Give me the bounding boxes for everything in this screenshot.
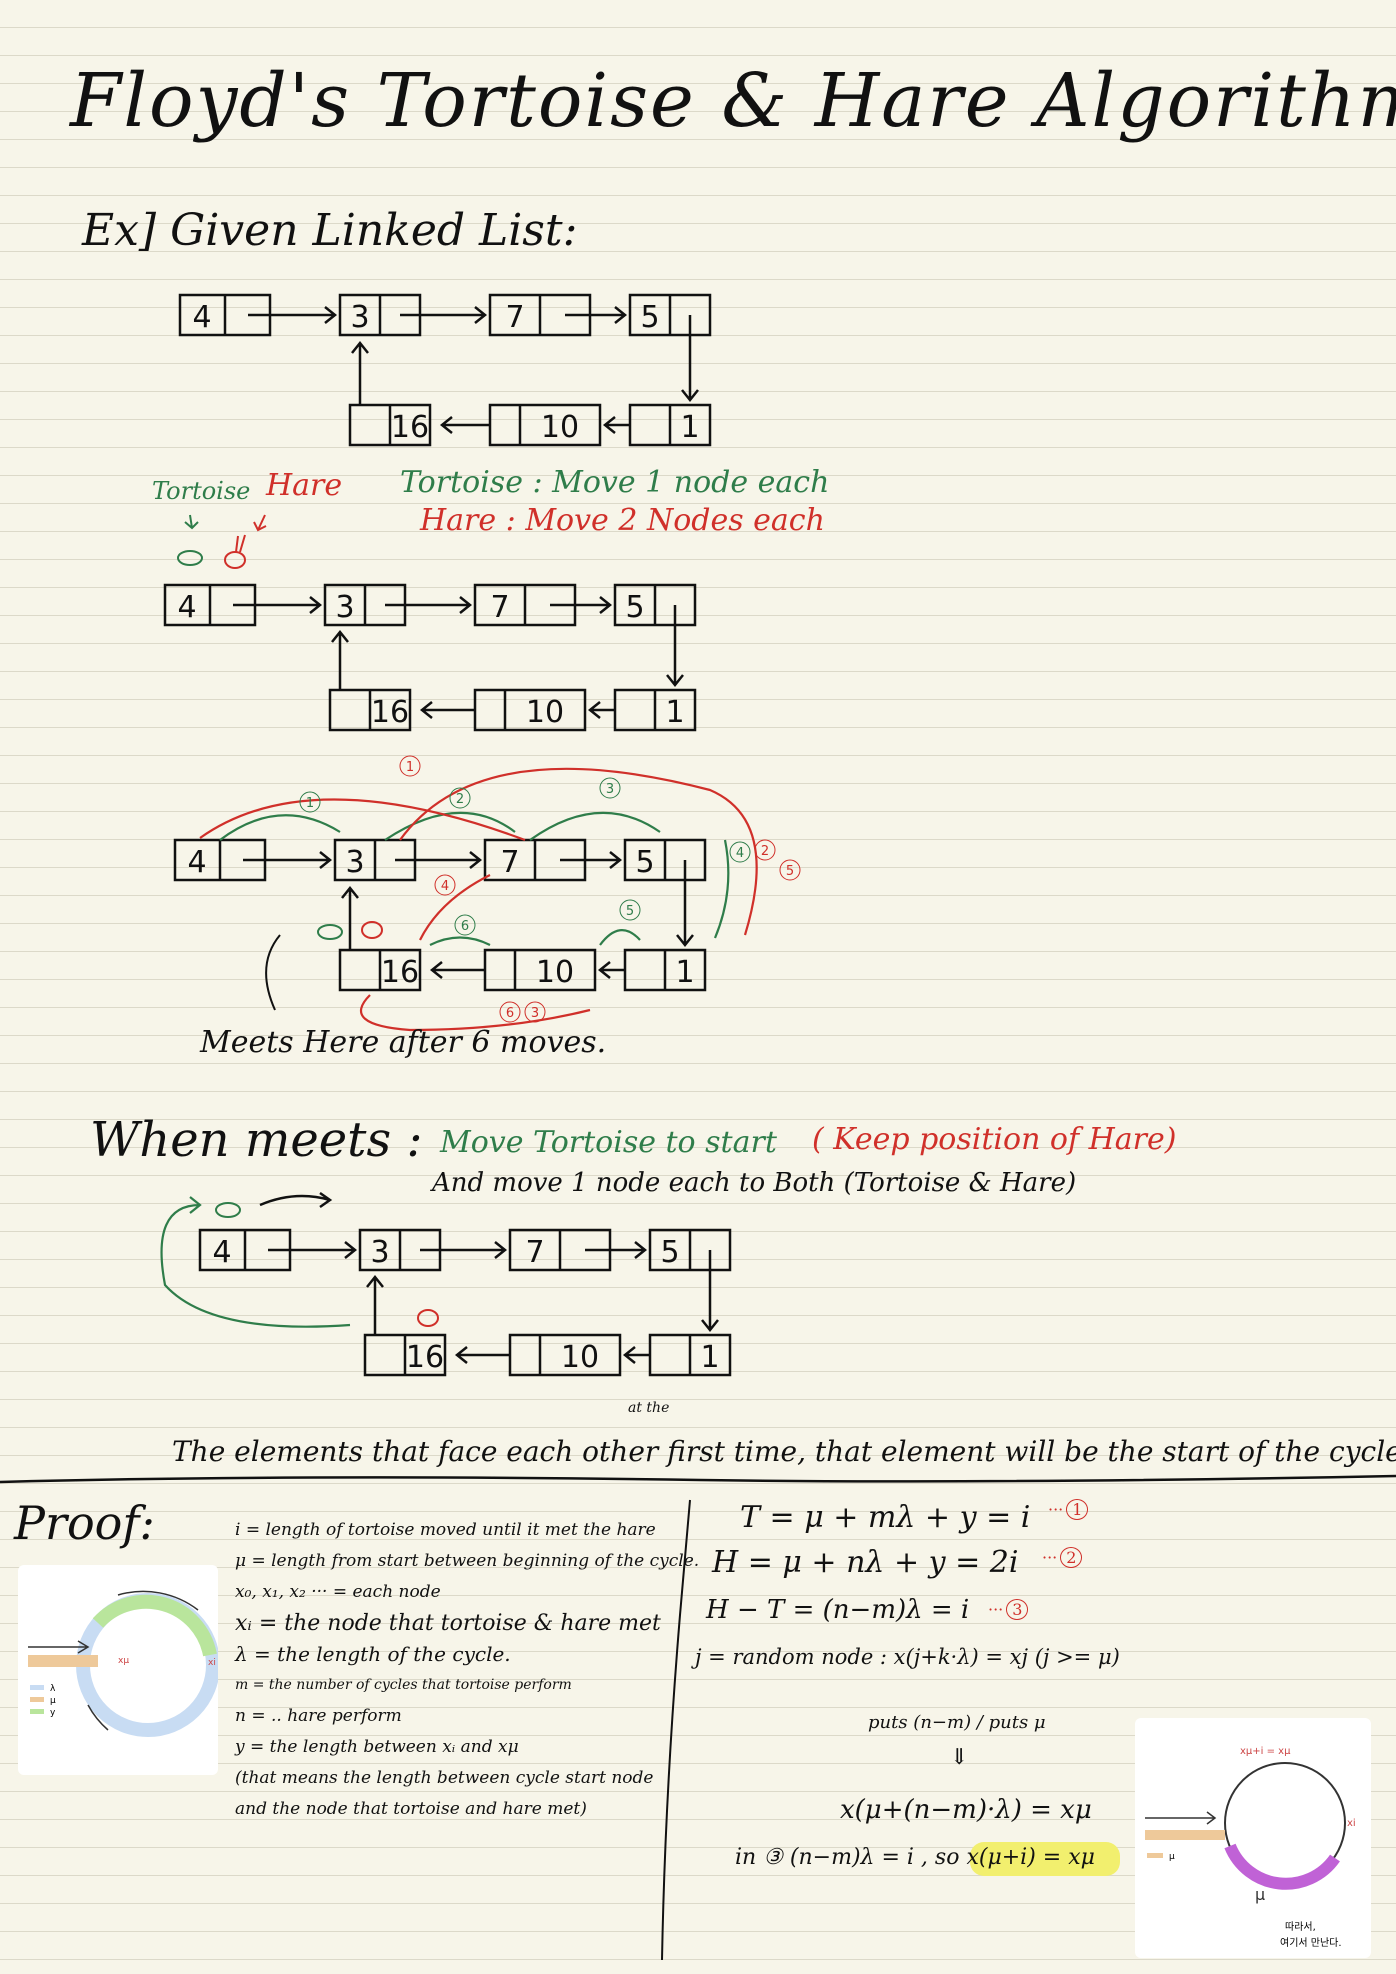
definitions-list: i = length of tortoise moved until it me… xyxy=(235,1515,699,1825)
svg-text:1: 1 xyxy=(665,695,684,730)
linked-list-diagram-1: 4 3 7 5 1 10 16 xyxy=(178,293,712,447)
svg-text:5: 5 xyxy=(635,845,654,880)
svg-text:따라서,: 따라서, xyxy=(1285,1921,1316,1933)
svg-text:10: 10 xyxy=(561,1340,599,1375)
svg-text:xμ: xμ xyxy=(118,1656,129,1666)
svg-text:5: 5 xyxy=(640,300,659,335)
svg-text:1: 1 xyxy=(306,796,314,811)
caret-note: at the xyxy=(628,1400,670,1416)
linked-list-diagram-2: 4 3 7 5 1 10 16 xyxy=(163,583,697,732)
hare-icon xyxy=(417,1309,439,1327)
svg-text:4: 4 xyxy=(177,590,196,625)
svg-text:μ: μ xyxy=(50,1696,56,1706)
left-cycle-figure: xμ xi λ μ y xyxy=(18,1565,220,1775)
page-title: Floyd's Tortoise & Hare Algorithm xyxy=(70,58,1396,144)
equation-3: H − T = (n−m)λ = i xyxy=(706,1595,970,1625)
svg-text:4: 4 xyxy=(441,879,449,894)
vertical-divider xyxy=(661,1499,691,1961)
svg-text:10: 10 xyxy=(541,410,579,445)
svg-text:16: 16 xyxy=(371,695,409,730)
svg-text:4: 4 xyxy=(736,846,744,861)
svg-text:μ: μ xyxy=(1255,1885,1265,1904)
equation-4: j = random node : x(j+k·λ) = xj (j >= μ) xyxy=(695,1645,1120,1669)
svg-text:5: 5 xyxy=(660,1235,679,1270)
svg-text:xμ+i = xμ: xμ+i = xμ xyxy=(1240,1746,1291,1757)
svg-text:3: 3 xyxy=(345,845,364,880)
hare-icon xyxy=(224,551,246,569)
hare-label: Hare xyxy=(266,468,343,503)
tortoise-icon xyxy=(215,1202,241,1218)
svg-text:μ: μ xyxy=(1169,1852,1175,1862)
svg-text:5: 5 xyxy=(626,904,634,919)
svg-text:7: 7 xyxy=(525,1235,544,1270)
svg-text:여기서 만난다.: 여기서 만난다. xyxy=(1280,1937,1342,1949)
equation-6: x(μ+(n−m)·λ) = xμ xyxy=(840,1795,1092,1825)
equation-7: in ③ (n−m)λ = i , so x(μ+i) = xμ xyxy=(735,1845,1095,1870)
svg-text:7: 7 xyxy=(500,845,519,880)
highlight-mark xyxy=(970,1842,1120,1876)
node-value: 4 xyxy=(192,300,211,335)
meets-here-note: Meets Here after 6 moves. xyxy=(200,1025,607,1060)
svg-text:xi: xi xyxy=(208,1658,216,1668)
svg-text:5: 5 xyxy=(625,590,644,625)
svg-text:10: 10 xyxy=(536,955,574,990)
svg-text:xi: xi xyxy=(1347,1818,1356,1829)
svg-text:4: 4 xyxy=(187,845,206,880)
tortoise-move-arrows xyxy=(219,811,730,946)
svg-text:1: 1 xyxy=(406,760,414,775)
when-meets-line2: And move 1 node each to Both (Tortoise &… xyxy=(432,1168,1077,1198)
tortoise-label: Tortoise xyxy=(152,477,251,505)
svg-text:3: 3 xyxy=(335,590,354,625)
tortoise-icon xyxy=(177,550,203,566)
svg-text:1: 1 xyxy=(680,410,699,445)
svg-text:y: y xyxy=(50,1708,56,1718)
svg-text:2: 2 xyxy=(761,844,769,859)
svg-text:6: 6 xyxy=(506,1006,514,1021)
svg-text:3: 3 xyxy=(606,782,614,797)
example-heading: Ex] Given Linked List: xyxy=(82,205,578,256)
linked-list-diagram-4: 4 3 7 5 1 10 16 xyxy=(160,1191,732,1377)
equation-5: puts (n−m) / puts μ xyxy=(868,1712,1046,1733)
svg-text:6: 6 xyxy=(461,919,469,934)
svg-text:7: 7 xyxy=(505,300,524,335)
svg-text:5: 5 xyxy=(786,864,794,879)
svg-text:1: 1 xyxy=(700,1340,719,1375)
svg-text:16: 16 xyxy=(381,955,419,990)
tortoise-rule: Tortoise : Move 1 node each xyxy=(400,465,830,500)
svg-text:1: 1 xyxy=(675,955,694,990)
hare-rule: Hare : Move 2 Nodes each xyxy=(420,503,825,538)
when-meets-red: ( Keep position of Hare) xyxy=(812,1122,1177,1157)
definition-item: i = length of tortoise moved until it me… xyxy=(235,1520,656,1540)
svg-text:16: 16 xyxy=(391,410,429,445)
eq-mark-2: ···2 xyxy=(1042,1547,1083,1568)
svg-text:2: 2 xyxy=(456,792,464,807)
tortoise-icon xyxy=(317,924,343,940)
svg-text:10: 10 xyxy=(526,695,564,730)
right-cycle-figure: xμ+i = xμ xi μ μ 따라서, 여기서 만난다. xyxy=(1135,1718,1371,1958)
when-meets-label: When meets : xyxy=(90,1112,423,1168)
hare-move-arrows xyxy=(199,767,758,1032)
svg-text:3: 3 xyxy=(531,1006,539,1021)
svg-text:λ: λ xyxy=(50,1684,56,1694)
when-meets-green: Move Tortoise to start xyxy=(440,1125,777,1160)
svg-text:3: 3 xyxy=(350,300,369,335)
svg-text:7: 7 xyxy=(490,590,509,625)
down-arrow: ⇓ xyxy=(950,1745,969,1770)
svg-text:16: 16 xyxy=(406,1340,444,1375)
conclusion-text: The elements that face each other first … xyxy=(172,1435,1396,1468)
section-divider xyxy=(0,1474,1396,1484)
equation-2: H = μ + nλ + y = 2i xyxy=(712,1545,1019,1580)
eq-mark-3: ···3 xyxy=(988,1599,1029,1620)
svg-text:4: 4 xyxy=(212,1235,231,1270)
eq-mark-1: ···1 xyxy=(1048,1499,1089,1520)
equation-1: T = μ + mλ + y = i xyxy=(740,1500,1031,1535)
proof-heading: Proof: xyxy=(14,1496,155,1550)
hare-icon xyxy=(361,921,383,939)
tortoise-hare-icons xyxy=(177,514,267,569)
linked-list-diagram-3-moves: 4 3 7 5 1 10 16 1 1 2 3 4 2 5 5 6 4 6 3 xyxy=(173,755,801,1032)
svg-text:3: 3 xyxy=(370,1235,389,1270)
